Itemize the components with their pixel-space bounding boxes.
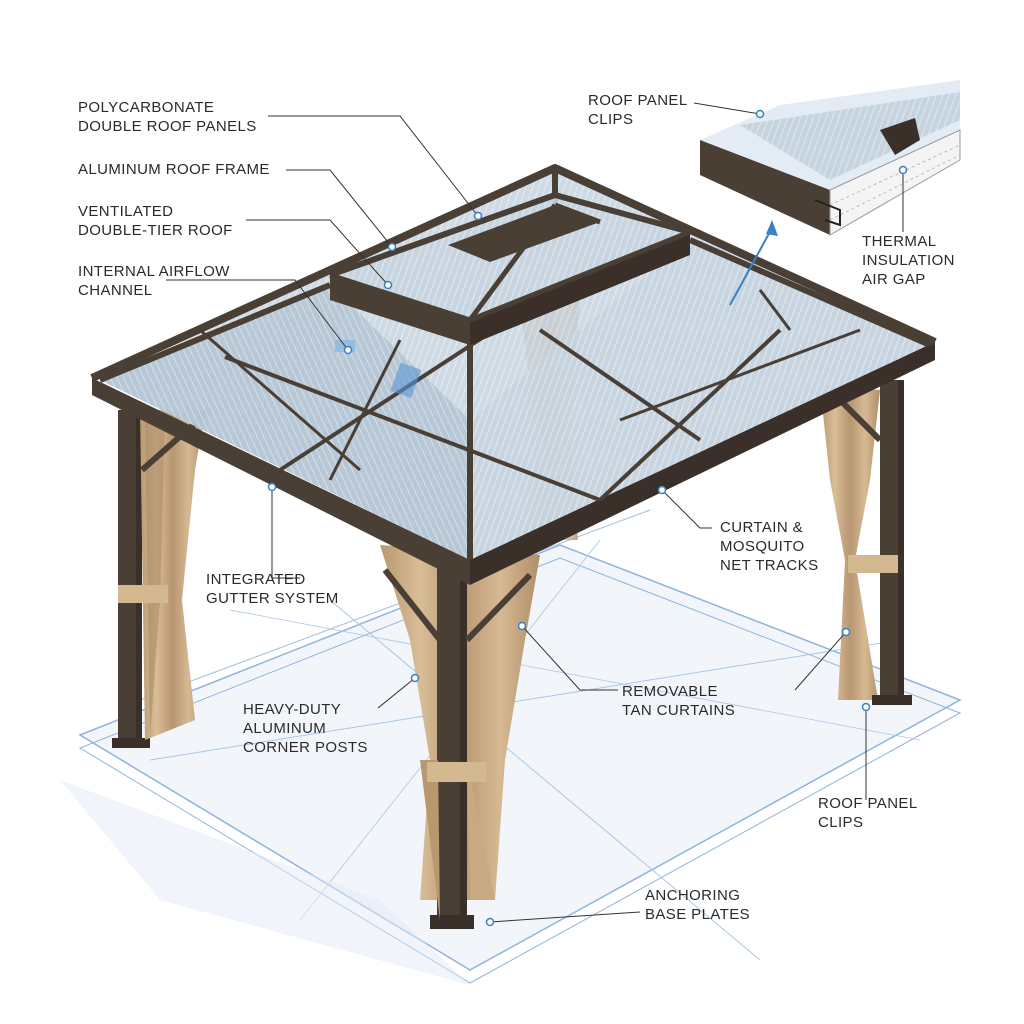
label-line: ALUMINUM ROOF FRAME (78, 161, 270, 178)
label-roof-frame: ALUMINUM ROOF FRAME (78, 160, 270, 179)
label-line: POLYCARBONATE (78, 99, 215, 116)
label-base-plates: ANCHORING BASE PLATES (645, 886, 750, 924)
label-line: CURTAIN & (720, 519, 804, 536)
label-polycarbonate-panels: POLYCARBONATE DOUBLE ROOF PANELS (78, 98, 257, 136)
label-line: TAN CURTAINS (622, 702, 736, 719)
label-curtain-tracks: CURTAIN & MOSQUITO NET TRACKS (720, 518, 818, 575)
label-gutter-system: INTEGRATED GUTTER SYSTEM (206, 570, 339, 608)
label-line: MOSQUITO (720, 538, 805, 555)
front-corner-post (380, 545, 540, 929)
roof (90, 164, 937, 585)
label-line: DOUBLE-TIER ROOF (78, 222, 233, 239)
label-line: INTERNAL AIRFLOW (78, 263, 230, 280)
label-line: HEAVY-DUTY (243, 701, 342, 718)
label-line: BASE PLATES (645, 906, 750, 923)
label-line: ANCHORING (645, 887, 741, 904)
label-line: CORNER POSTS (243, 739, 368, 756)
label-line: ROOF PANEL (588, 92, 688, 109)
label-line: AIR GAP (862, 271, 926, 288)
label-corner-posts: HEAVY-DUTY ALUMINUM CORNER POSTS (243, 700, 368, 757)
label-line: DOUBLE ROOF PANELS (78, 118, 257, 135)
label-line: CLIPS (818, 814, 864, 831)
label-airflow-channel: INTERNAL AIRFLOW CHANNEL (78, 262, 230, 300)
label-line: CHANNEL (78, 282, 153, 299)
label-line: CLIPS (588, 111, 634, 128)
detail-arrow (729, 220, 778, 306)
label-thermal-air-gap: THERMAL INSULATION AIR GAP (862, 232, 955, 289)
label-ventilated-roof: VENTILATED DOUBLE-TIER ROOF (78, 202, 233, 240)
label-roof-panel-clips-bottom: ROOF PANEL CLIPS (818, 794, 918, 832)
label-roof-panel-clips-top: ROOF PANEL CLIPS (588, 91, 688, 129)
label-line: NET TRACKS (720, 557, 819, 574)
ground-plane (60, 509, 962, 985)
roof-panel-detail-inset (700, 80, 961, 236)
label-line: INSULATION (862, 252, 955, 269)
left-corner-post (112, 407, 212, 748)
label-line: ALUMINUM (243, 720, 327, 737)
callout-dots (267, 109, 908, 927)
label-line: VENTILATED (78, 203, 174, 220)
label-line: INTEGRATED (206, 571, 306, 588)
label-line: THERMAL (862, 233, 937, 250)
label-line: ROOF PANEL (818, 795, 918, 812)
label-line: REMOVABLE (622, 683, 718, 700)
label-line: GUTTER SYSTEM (206, 590, 339, 607)
right-corner-post (820, 380, 912, 705)
leader-lines (166, 102, 904, 923)
label-tan-curtains: REMOVABLE TAN CURTAINS (622, 682, 735, 720)
